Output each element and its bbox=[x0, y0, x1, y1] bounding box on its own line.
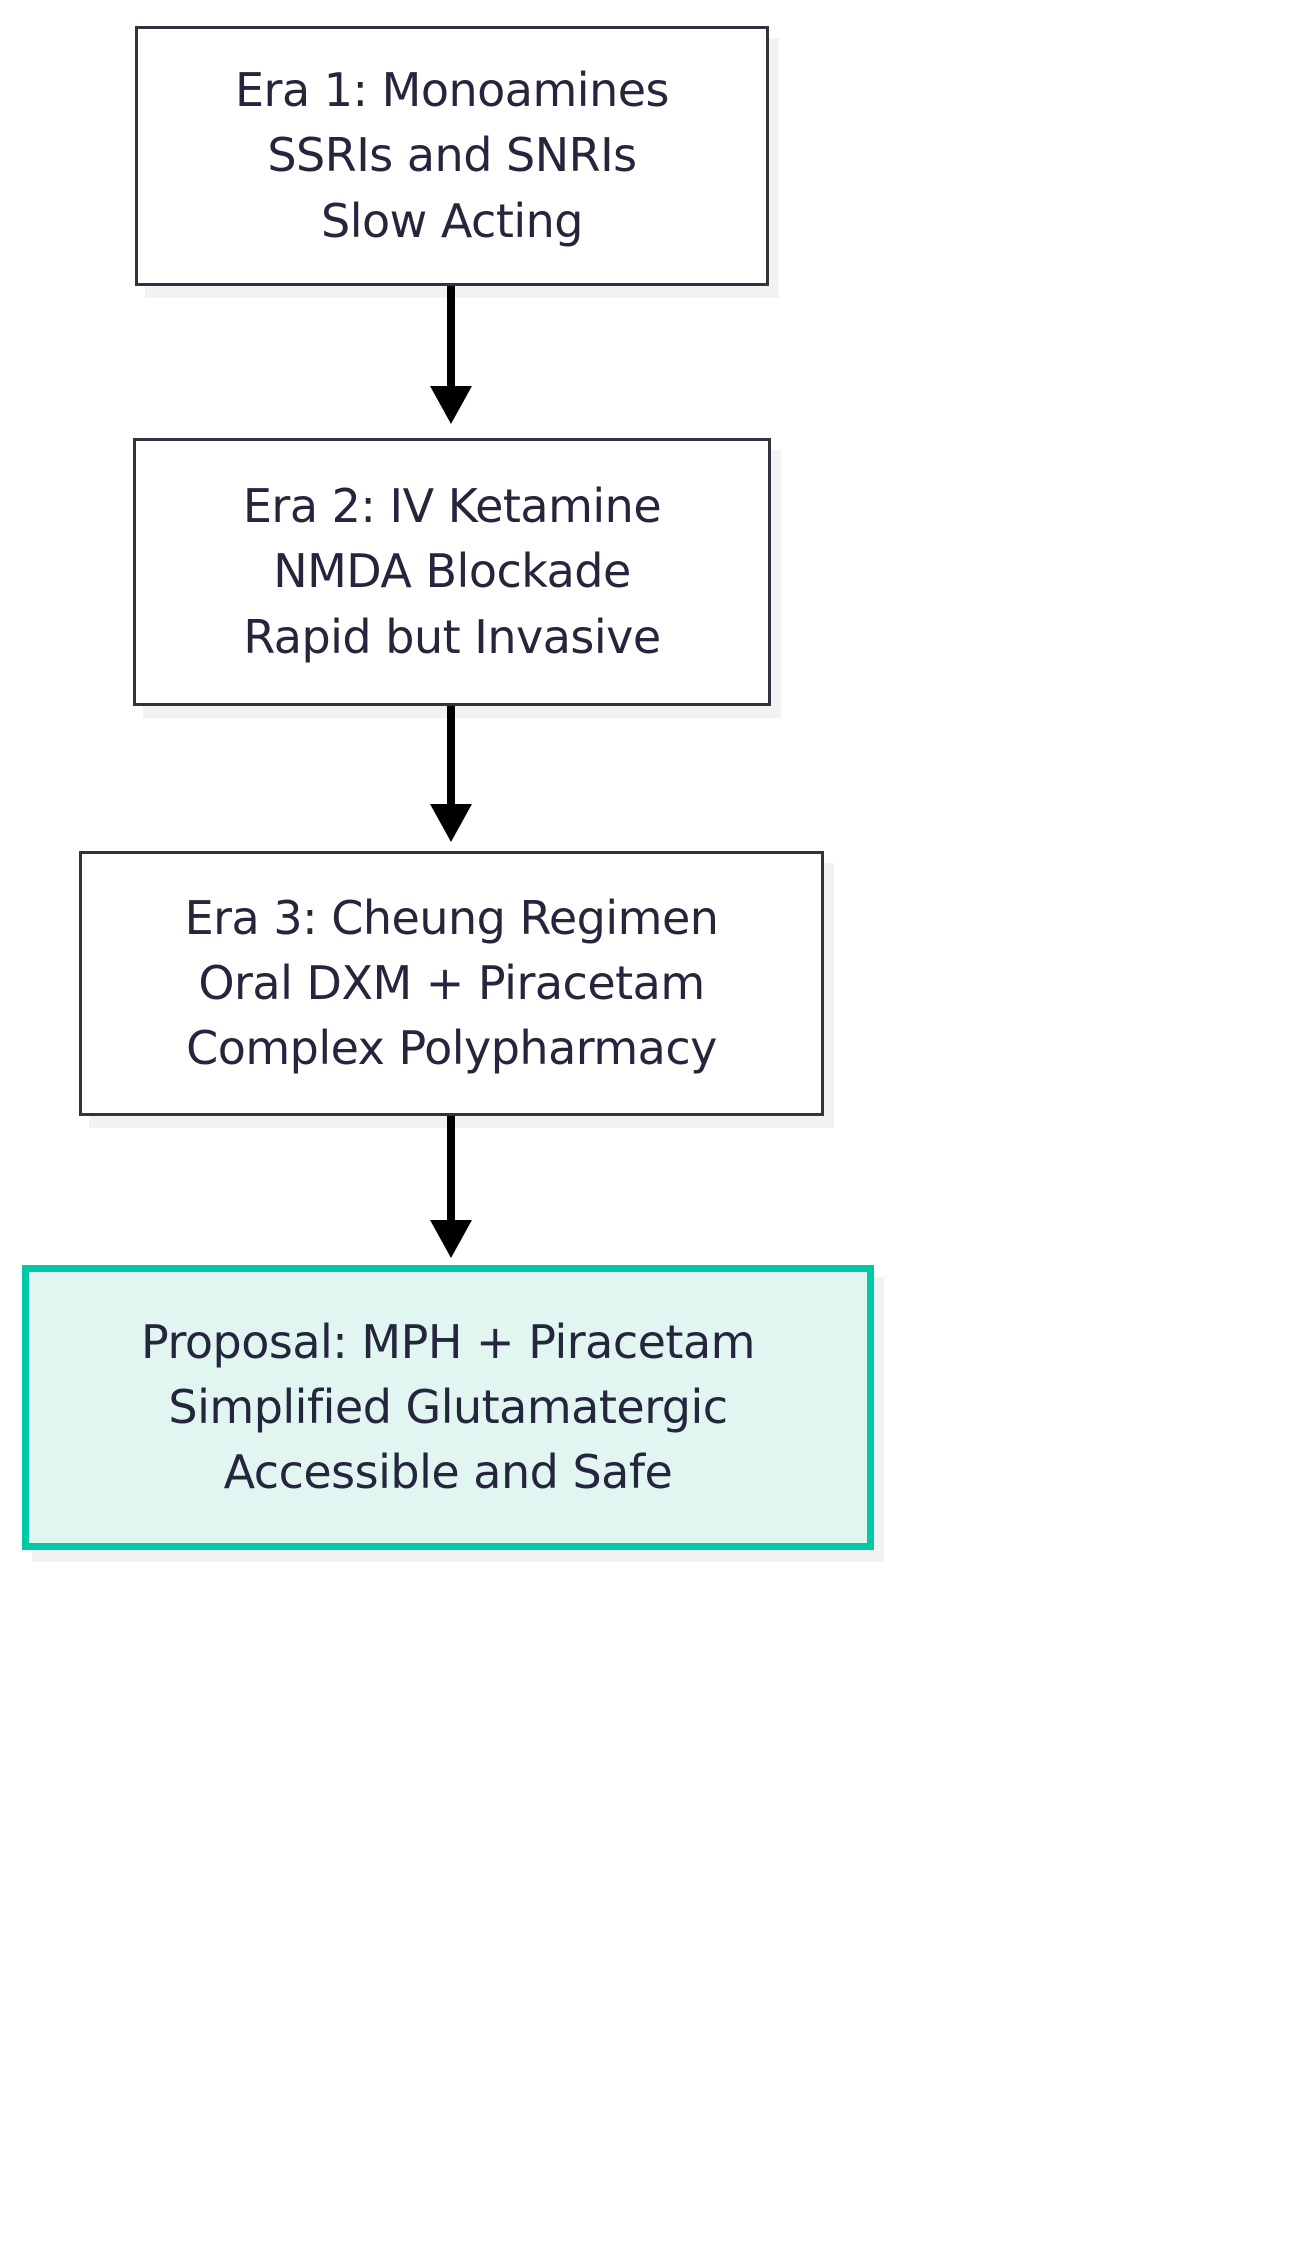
node-era2-line-3: Rapid but Invasive bbox=[243, 609, 661, 664]
edge-era1-to-era2-arrowhead-icon bbox=[430, 386, 472, 424]
flow-node-era1[interactable]: Era 1: Monoamines SSRIs and SNRIs Slow A… bbox=[135, 26, 769, 286]
node-era2-line-1: Era 2: IV Ketamine bbox=[242, 479, 662, 534]
edge-era3-to-proposal-shaft bbox=[447, 1116, 455, 1222]
edge-era2-to-era3-shaft bbox=[447, 706, 455, 806]
node-proposal-line-2: Simplified Glutamatergic bbox=[168, 1379, 728, 1434]
node-era3-line-2: Oral DXM + Piracetam bbox=[198, 955, 705, 1010]
node-proposal-line-3: Accessible and Safe bbox=[223, 1445, 673, 1500]
flow-node-proposal[interactable]: Proposal: MPH + Piracetam Simplified Glu… bbox=[22, 1265, 874, 1550]
node-era1-line-2: SSRIs and SNRIs bbox=[267, 128, 637, 183]
node-era3-line-3: Complex Polypharmacy bbox=[186, 1021, 717, 1076]
edge-era3-to-proposal-arrowhead-icon bbox=[430, 1220, 472, 1258]
flow-node-era3[interactable]: Era 3: Cheung Regimen Oral DXM + Piracet… bbox=[79, 851, 824, 1116]
node-era1-line-3: Slow Acting bbox=[321, 193, 584, 248]
edge-era1-to-era2-shaft bbox=[447, 286, 455, 388]
node-era1-line-1: Era 1: Monoamines bbox=[234, 63, 670, 118]
node-era2-line-2: NMDA Blockade bbox=[273, 544, 631, 599]
edge-era2-to-era3-arrowhead-icon bbox=[430, 804, 472, 842]
node-era3-line-1: Era 3: Cheung Regimen bbox=[184, 890, 719, 945]
flow-node-era2[interactable]: Era 2: IV Ketamine NMDA Blockade Rapid b… bbox=[133, 438, 771, 706]
node-proposal-line-1: Proposal: MPH + Piracetam bbox=[141, 1314, 755, 1369]
